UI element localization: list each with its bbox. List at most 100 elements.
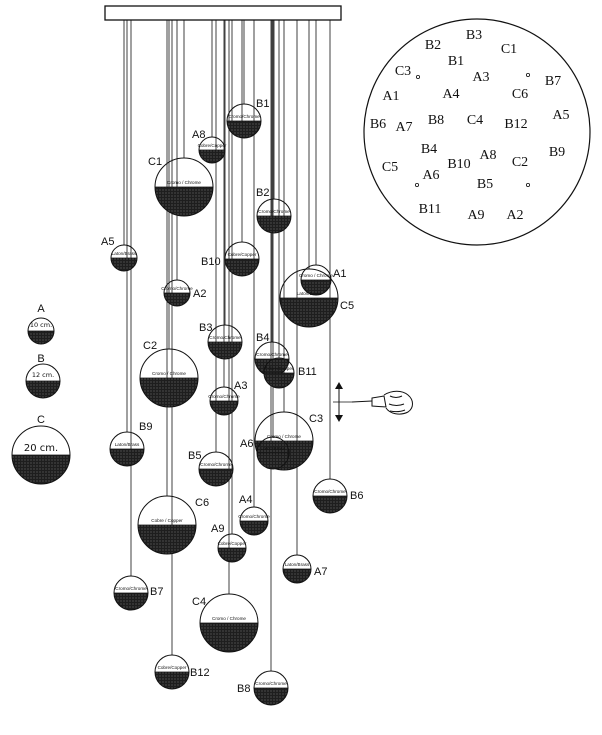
legend-shade <box>26 381 60 398</box>
pendant-shade <box>225 259 259 276</box>
legend-shade <box>12 455 70 484</box>
legend-item-a: A10 cm. <box>27 303 55 345</box>
pendant-shade <box>301 280 331 295</box>
pendant-shade <box>114 593 148 610</box>
pendant-material-label: Cobre/Copper <box>228 252 257 257</box>
pendant-shade <box>280 298 338 327</box>
pendant-shade <box>199 469 233 486</box>
screwdriver-hand-icon <box>351 390 413 415</box>
pendant-material-label: Cromo/Chrome <box>115 586 147 591</box>
plan-position-a9: A9 <box>467 208 484 223</box>
pendant-shade <box>240 521 268 535</box>
pendant-b2: Cromo/Chrome B2 <box>256 187 292 234</box>
pendant-id-label: A4 <box>239 494 252 506</box>
height-adjust-arrow-icon <box>333 382 352 422</box>
plan-position-b1: B1 <box>448 54 464 69</box>
ceiling-plan-outline <box>363 18 591 246</box>
pendant-shade <box>200 623 258 652</box>
pendant-id-label: B2 <box>256 187 269 199</box>
pendant-shade <box>111 258 137 271</box>
pendant-id-label: A7 <box>314 566 327 578</box>
pendant-material-label: Cromo / Chrome <box>212 616 246 621</box>
pendant-material-label: Cromo/Chrome <box>200 462 232 467</box>
pendant-id-label: A8 <box>192 129 205 141</box>
plan-position-c1: C1 <box>501 42 517 57</box>
plan-position-b12: B12 <box>504 117 527 132</box>
plan-position-a3: A3 <box>472 70 489 85</box>
pendant-material-label: Cobre/Copper <box>158 665 187 670</box>
pendant-material-label: Laton/Brass <box>112 251 137 256</box>
pendant-id-label: A3 <box>234 380 247 392</box>
pendant-shade <box>257 216 291 233</box>
pendant-id-label: C3 <box>309 413 323 425</box>
plan-position-b9: B9 <box>549 145 565 160</box>
pendant-id-label: B10 <box>201 256 221 268</box>
plan-position-a4: A4 <box>442 87 459 102</box>
plan-position-a2: A2 <box>506 208 523 223</box>
pendant-id-label: A2 <box>193 288 206 300</box>
pendant-id-label: B8 <box>237 683 250 695</box>
pendant-shade <box>254 688 288 705</box>
legend-shade <box>28 331 54 344</box>
pendant-id-label: A6 <box>240 438 253 450</box>
size-legend: A10 cm. B12 cm. C 20 cm. <box>11 303 71 485</box>
plan-position-a6: A6 <box>422 168 439 183</box>
plan-position-b11: B11 <box>419 202 442 217</box>
plan-position-b6: B6 <box>370 117 386 132</box>
plan-position-c6: C6 <box>512 87 528 102</box>
pendant-material-label: Cromo / Chrome <box>267 434 301 439</box>
plan-position-b3: B3 <box>466 28 482 43</box>
pendant-material-label: Cobre/Copper <box>218 541 247 546</box>
legend-size: 20 cm. <box>24 443 58 454</box>
pendant-shade <box>283 569 311 583</box>
pendant-id-label: B3 <box>199 322 212 334</box>
pendant-material-label: Laton/Brass <box>285 562 310 567</box>
pendant-id-label: B7 <box>150 586 163 598</box>
pendant-material-label: Cromo/Chrome <box>208 394 240 399</box>
pendant-id-label: A9 <box>211 523 224 535</box>
pendant-id-label: B1 <box>256 98 269 110</box>
legend-letter: C <box>37 414 45 426</box>
pendant-material-label: Cromo / Chrome <box>167 180 201 185</box>
pendant-shade <box>110 449 144 466</box>
plan-hole-markers <box>414 73 531 187</box>
pendant-shade <box>155 672 189 689</box>
legend-item-b: B12 cm. <box>25 353 61 399</box>
ceiling-canopy <box>104 5 342 21</box>
pendant-material-label: Cromo/Chrome <box>256 352 288 357</box>
pendant-shade <box>155 187 213 216</box>
pendant-id-label: A1 <box>333 268 346 280</box>
pendant-shade <box>164 293 190 306</box>
plan-position-b10: B10 <box>447 157 470 172</box>
plan-position-b8: B8 <box>428 113 444 128</box>
pendant-shade <box>264 373 294 388</box>
pendant-id-label: C6 <box>195 497 209 509</box>
pendant-material-label: Cobre / Copper <box>151 518 183 523</box>
pendant-material-label: Cromo/Chrome <box>258 209 290 214</box>
pendant-shade <box>313 496 347 513</box>
plan-position-a8: A8 <box>479 148 496 163</box>
pendant-shade <box>218 548 246 562</box>
pendant-material-label: Cromo/Chrome <box>209 335 241 340</box>
pendant-c6: Cobre / Copper C6 <box>137 495 209 555</box>
plan-position-c3: C3 <box>395 64 411 79</box>
pendant-shade <box>227 121 261 138</box>
pendant-material-label: Laton/Brass <box>115 442 140 447</box>
pendant-material-label: Cromo/Chrome <box>314 489 346 494</box>
